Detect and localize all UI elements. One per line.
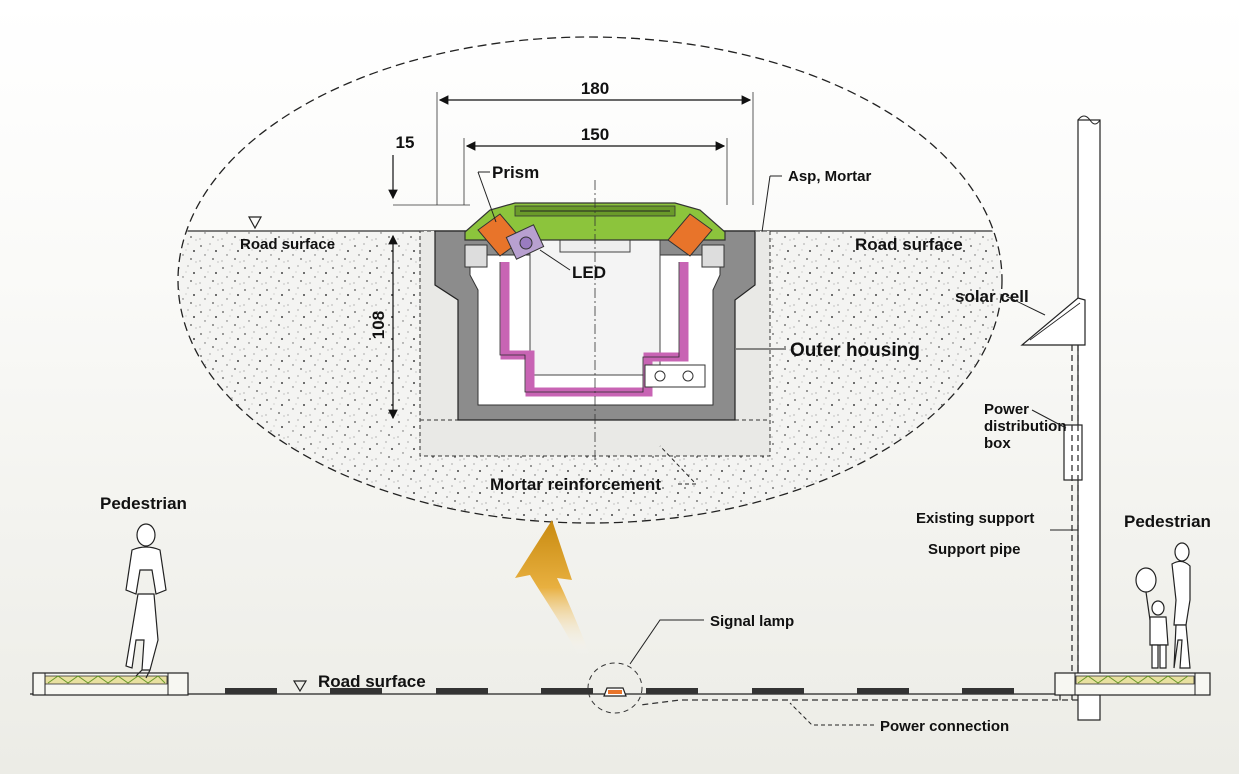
road-surface-marker	[247, 216, 263, 230]
pedestrian-left-label: Pedestrian	[100, 494, 187, 513]
signal-lamp-callout	[587, 662, 643, 714]
power-distribution-box	[1063, 424, 1083, 481]
led-label: LED	[572, 263, 606, 282]
dimension-15-label: 15	[396, 133, 415, 152]
existing-support-label: Existing support	[916, 510, 1034, 527]
detail-callout-ellipse	[177, 36, 1003, 524]
power-distribution-box-label-2: distribution	[984, 418, 1067, 435]
magnify-arrow	[515, 520, 590, 655]
dimension-180: 180	[436, 79, 754, 205]
mortar-reinforcement-label: Mortar reinforcement	[490, 475, 661, 494]
power-distribution-box-label-3: box	[984, 435, 1011, 452]
prism-right	[667, 213, 713, 257]
pedestrian-left-figure	[125, 523, 167, 679]
dimension-150-label: 150	[581, 125, 609, 144]
sidewalk-left	[32, 672, 189, 696]
dimension-180-label: 180	[581, 79, 609, 98]
signal-lamp	[603, 687, 627, 697]
dimension-108-label: 108	[369, 311, 388, 339]
dimension-150: 150	[463, 125, 728, 205]
road-surface-label: Road surface	[318, 672, 426, 691]
lane-markings	[225, 688, 1014, 694]
road-surface-left-label: Road surface	[240, 236, 335, 253]
power-distribution-box-label-1: Power	[984, 401, 1029, 418]
dimension-108: 108	[369, 234, 398, 420]
pedestrian-right-figures	[1135, 542, 1191, 669]
sidewalk-right	[1054, 672, 1211, 696]
prism-label: Prism	[492, 163, 539, 182]
solar-cell	[1020, 297, 1086, 346]
signal-lamp-label: Signal lamp	[710, 613, 794, 630]
power-connection-label: Power connection	[880, 718, 1009, 735]
support-pipe-label: Support pipe	[928, 541, 1021, 558]
solar-cell-label: solar cell	[955, 287, 1029, 306]
asp-mortar-label: Asp, Mortar	[788, 168, 872, 185]
road-surface-right-label: Road surface	[855, 235, 963, 254]
support-pole	[1077, 119, 1101, 721]
pedestrian-right-label: Pedestrian	[1124, 512, 1211, 531]
outer-housing-label: Outer housing	[790, 340, 920, 361]
connector	[644, 364, 706, 388]
dimension-15: 15	[388, 133, 470, 206]
